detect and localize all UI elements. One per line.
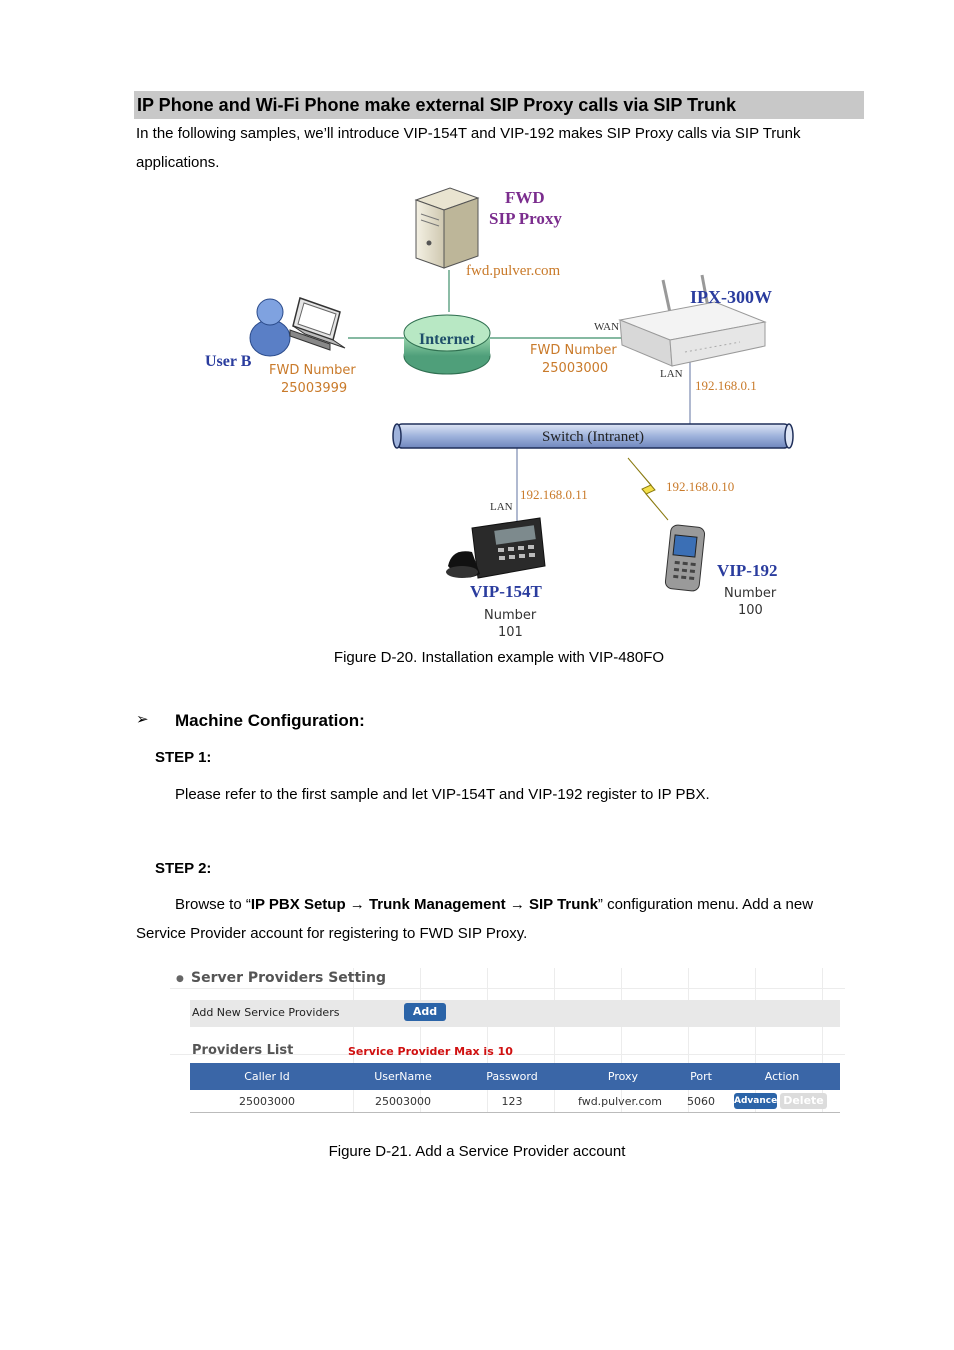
step2-label: STEP 2:: [155, 860, 212, 877]
phone-lan-label: LAN: [490, 501, 513, 513]
add-provider-row: [190, 1000, 840, 1027]
step2-menu-trunk: Trunk Management: [368, 896, 506, 913]
intro-line-1: In the following samples, we’ll introduc…: [136, 125, 801, 142]
phone-ip: 192.168.0.11: [520, 487, 588, 502]
network-diagram: FWD SIP Proxy fwd.pulver.com Internet Us…: [205, 187, 794, 640]
laptop-icon: [289, 297, 346, 351]
lan-label: LAN: [660, 368, 683, 380]
internet-label: Internet: [419, 331, 476, 348]
menu-arrow-icon: →: [345, 896, 369, 913]
add-provider-button[interactable]: Add: [404, 1003, 446, 1021]
step2-prefix: Browse to “: [175, 896, 251, 913]
col-action: Action: [764, 1070, 800, 1083]
arrow-bullet-icon: ➢: [136, 711, 149, 728]
switch-label: Switch (Intranet): [542, 429, 644, 445]
step1-label: STEP 1:: [155, 749, 212, 766]
vip154-title: VIP-154T: [470, 582, 542, 601]
menu-arrow-icon: →: [505, 896, 529, 913]
internet-icon: [403, 314, 491, 375]
settings-title: Server Providers Setting: [191, 970, 386, 986]
machine-config-heading: Machine Configuration:: [175, 711, 365, 730]
userb-fwd-number: 25003999: [281, 381, 347, 396]
step1-text: Please refer to the first sample and let…: [175, 786, 710, 803]
vip192-number-label: Number: [724, 586, 777, 601]
step2-suffix: ” configuration menu. Add a new: [597, 896, 814, 913]
cell-port: 5060: [687, 1095, 715, 1108]
cell-caller-id: 25003000: [239, 1095, 295, 1108]
ipx-fwd-number: 25003000: [542, 361, 608, 376]
step2-line2: Service Provider account for registering…: [136, 925, 528, 942]
wan-label: WAN: [594, 321, 619, 333]
step2-menu-ippbx: IP PBX Setup: [250, 896, 346, 913]
ipx-title: IPX-300W: [690, 287, 772, 307]
wifi-phone-icon: [664, 524, 706, 592]
figure1-caption: Figure D-20. Installation example with V…: [333, 649, 665, 666]
wireless-icon: [627, 457, 669, 521]
ipx-fwd-label: FWD Number: [530, 343, 617, 358]
providers-list-title: Providers List: [192, 1043, 294, 1058]
col-password: Password: [486, 1070, 538, 1083]
col-caller-id: Caller Id: [244, 1070, 290, 1083]
vip154-number-label: Number: [484, 608, 537, 623]
user-icon: [249, 298, 291, 357]
switch-icon: [392, 423, 794, 449]
wifi-ip: 192.168.0.10: [666, 479, 734, 494]
vip154-number: 101: [498, 625, 523, 640]
col-username: UserName: [374, 1070, 432, 1083]
provider-max-note: Service Provider Max is 10: [348, 1045, 513, 1058]
vip192-number: 100: [738, 603, 763, 618]
providers-table-header: [190, 1063, 840, 1090]
fwd-title-1: FWD: [505, 188, 545, 207]
vip192-title: VIP-192: [717, 561, 777, 580]
desk-phone-icon: [446, 517, 546, 579]
cell-username: 25003000: [375, 1095, 431, 1108]
server-icon: [414, 187, 480, 269]
figure2-caption: Figure D-21. Add a Service Provider acco…: [328, 1143, 626, 1160]
fwd-domain: fwd.pulver.com: [466, 263, 560, 279]
row-divider: [190, 1112, 840, 1113]
router-icon: [618, 274, 767, 367]
section-title: IP Phone and Wi-Fi Phone make external S…: [134, 91, 864, 119]
fwd-title-2: SIP Proxy: [489, 209, 562, 228]
col-proxy: Proxy: [607, 1070, 639, 1083]
userb-fwd-label: FWD Number: [269, 363, 356, 378]
delete-button[interactable]: Delete: [780, 1093, 827, 1109]
step2-line1: Browse to “IP PBX Setup → Trunk Manageme…: [175, 890, 813, 919]
advance-button[interactable]: Advance: [734, 1093, 777, 1109]
ipx-lan-ip: 192.168.0.1: [695, 378, 757, 393]
step2-menu-sip: SIP Trunk: [529, 896, 598, 913]
userb-label: User B: [205, 353, 252, 370]
intro-line-2: applications.: [136, 154, 220, 171]
cell-password: 123: [501, 1095, 523, 1108]
cell-proxy: fwd.pulver.com: [578, 1095, 662, 1108]
bullet-dot-icon: ●: [176, 974, 184, 984]
add-provider-label: Add New Service Providers: [192, 1006, 340, 1019]
col-port: Port: [690, 1070, 712, 1083]
